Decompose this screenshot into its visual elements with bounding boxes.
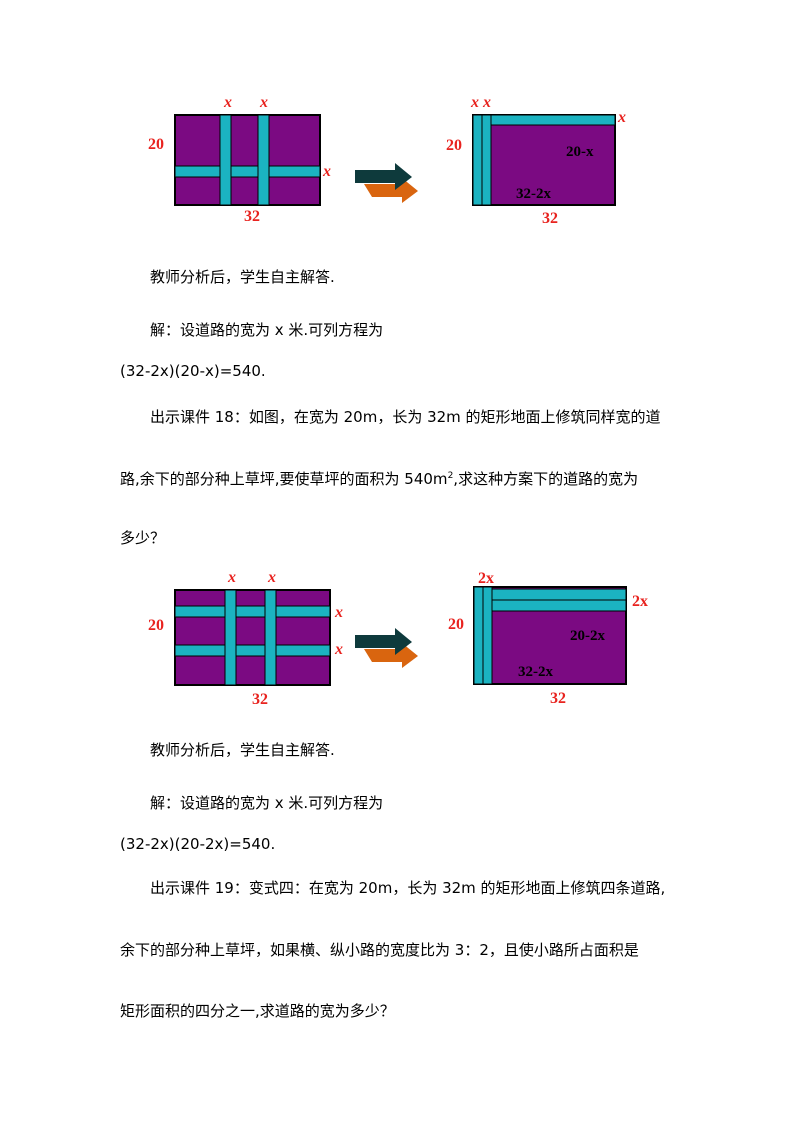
length-label: 32 bbox=[542, 210, 558, 227]
figure-2: x x x x 20 32 2x 2x 20 32 20-2x 32-2x bbox=[148, 569, 648, 708]
length-label: 32 bbox=[550, 690, 566, 707]
combined-vertical-road-2 bbox=[481, 114, 492, 206]
vertical-road-2 bbox=[257, 114, 270, 206]
combined-vertical-road-1 bbox=[472, 114, 483, 206]
vertical-road-1 bbox=[224, 589, 237, 686]
lawn-rect bbox=[174, 114, 321, 206]
vertical-road-2 bbox=[264, 589, 277, 686]
transform-arrow-2 bbox=[355, 628, 418, 668]
paragraph-problem-19-line-1: 出示课件 19：变式四：在宽为 20m，长为 32m 的矩形地面上修筑四条道路, bbox=[150, 879, 666, 897]
transform-arrow-1 bbox=[355, 163, 418, 203]
combined-vertical-road-2 bbox=[482, 586, 493, 685]
paragraph-problem-18-line-1: 出示课件 18：如图，在宽为 20m，长为 32m 的矩形地面上修筑同样宽的道 bbox=[150, 408, 661, 426]
paragraph-problem-18-line-3: 多少？ bbox=[120, 529, 166, 547]
figure-1-left-plot: x x x 20 32 bbox=[148, 94, 331, 225]
equation-1: (32-2x)(20-x)=540. bbox=[120, 362, 266, 380]
paragraph-analysis-1: 教师分析后，学生自主解答. bbox=[150, 268, 335, 286]
remaining-length-label: 32-2x bbox=[518, 664, 553, 680]
road-width-label-2: x bbox=[267, 569, 276, 586]
road-width-label-2x-right: 2x bbox=[632, 593, 648, 610]
length-label: 32 bbox=[244, 208, 260, 225]
paragraph-solution-1: 解：设道路的宽为 x 米.可列方程为 bbox=[150, 321, 384, 339]
figure-2-right-plot: 2x 2x 20 32 20-2x 32-2x bbox=[448, 570, 648, 707]
road-width-label-2x-top: 2x bbox=[478, 570, 494, 587]
paragraph-analysis-2: 教师分析后，学生自主解答. bbox=[150, 741, 335, 759]
figure-1: x x x 20 32 x x x 20 32 20-x 32-2x bbox=[148, 94, 626, 227]
width-label: 20 bbox=[446, 137, 462, 154]
figure-1-right-plot: x x x 20 32 20-x 32-2x bbox=[446, 94, 626, 227]
width-label: 20 bbox=[148, 136, 164, 153]
length-label: 32 bbox=[252, 691, 268, 708]
lawn-rect bbox=[472, 114, 616, 206]
paragraph-problem-19-line-2: 余下的部分种上草坪，如果横、纵小路的宽度比为 3：2，且使小路所占面积是 bbox=[120, 941, 639, 959]
width-label: 20 bbox=[448, 616, 464, 633]
vertical-road-1 bbox=[219, 114, 232, 206]
road-width-label-h: x bbox=[322, 163, 331, 180]
road-width-label-xx: x x bbox=[470, 94, 491, 111]
road-width-label-2: x bbox=[259, 94, 268, 111]
remaining-length-label: 32-2x bbox=[516, 186, 551, 202]
road-width-label-1: x bbox=[227, 569, 236, 586]
combined-horizontal-road-1 bbox=[473, 588, 627, 601]
figure-2-left-plot: x x x x 20 32 bbox=[148, 569, 343, 708]
horizontal-road-1 bbox=[174, 605, 331, 618]
road-width-label-1: x bbox=[223, 94, 232, 111]
superscript-2: 2 bbox=[447, 471, 454, 481]
paragraph-problem-19-line-3: 矩形面积的四分之一,求道路的宽为多少？ bbox=[120, 1002, 395, 1020]
road-width-label-h1: x bbox=[334, 604, 343, 621]
road-width-label-x: x bbox=[617, 109, 626, 126]
horizontal-road-2 bbox=[174, 644, 331, 657]
horizontal-road bbox=[174, 165, 321, 178]
remaining-width-label: 20-x bbox=[566, 144, 594, 160]
paragraph-solution-2: 解：设道路的宽为 x 米.可列方程为 bbox=[150, 794, 384, 812]
problem-18-text-a: 路,余下的部分种上草坪,要使草坪的面积为 540m bbox=[120, 470, 448, 488]
problem-18-text-b: ,求这种方案下的道路的宽为 bbox=[453, 470, 639, 488]
remaining-width-label: 20-2x bbox=[570, 628, 605, 644]
combined-horizontal-road bbox=[472, 114, 616, 126]
road-width-label-h2: x bbox=[334, 641, 343, 658]
combined-horizontal-road-2 bbox=[473, 599, 627, 612]
width-label: 20 bbox=[148, 617, 164, 634]
combined-vertical-road-1 bbox=[473, 586, 484, 685]
paragraph-problem-18-line-2: 路,余下的部分种上草坪,要使草坪的面积为 540m2,求这种方案下的道路的宽为 bbox=[120, 466, 638, 489]
equation-2: (32-2x)(20-2x)=540. bbox=[120, 835, 276, 853]
lawn-rect bbox=[174, 589, 331, 686]
